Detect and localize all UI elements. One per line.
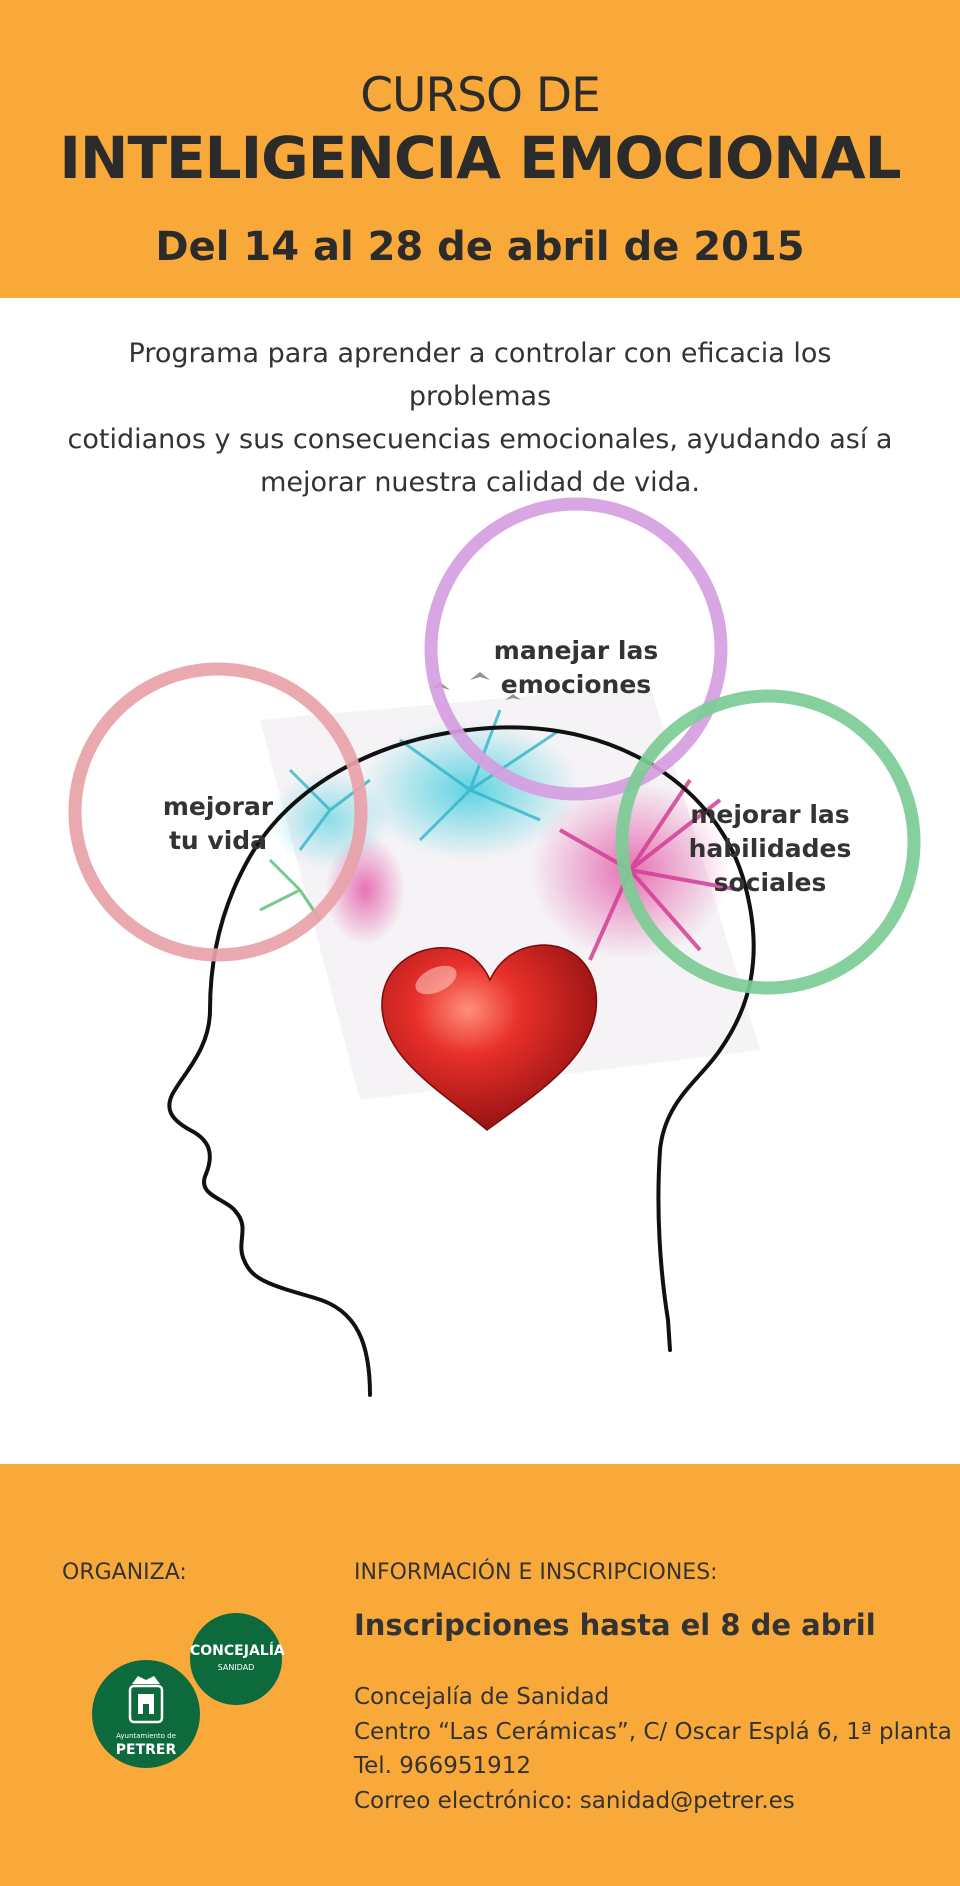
petrer-logo: Ayuntamiento de PETRER (92, 1660, 200, 1768)
organiza-label: ORGANIZA: (62, 1560, 187, 1585)
head-outline-icon (167, 725, 756, 1397)
petrer-logo-caption: Ayuntamiento de (116, 1732, 176, 1740)
intro-paragraph: Programa para aprender a controlar con e… (60, 332, 900, 504)
title-line1: CURSO DE (360, 68, 601, 123)
header-band: CURSO DE INTELIGENCIA EMOCIONAL Del 14 a… (0, 0, 960, 298)
contact-email: Correo electrónico: sanidad@petrer.es (354, 1787, 795, 1814)
concejalia-logo-subtitle: SANIDAD (217, 1663, 255, 1672)
contact-block: Concejalía de Sanidad Centro “Las Cerámi… (354, 1680, 952, 1818)
intro-line3: mejorar nuestra calidad de vida. (260, 467, 700, 498)
petrer-logo-name: PETRER (115, 1742, 177, 1758)
circle-manejar-emociones (424, 497, 728, 801)
circle-label-habilidades-sociales: mejorar las habilidades sociales (688, 800, 852, 897)
circle-mejorar-tu-vida (68, 662, 368, 962)
intro-line2: cotidianos y sus consecuencias emocional… (67, 424, 893, 455)
concejalia-logo: CONCEJALÍA SANIDAD (190, 1613, 285, 1705)
contact-phone: Tel. 966951912 (354, 1753, 532, 1779)
brain-collage-image (68, 497, 921, 1397)
head-illustration: mejorar tu vida manejar las emociones me… (0, 490, 960, 1420)
info-heading: INFORMACIÓN E INSCRIPCIONES: (354, 1560, 718, 1585)
title-line2: INTELIGENCIA EMOCIONAL (59, 124, 901, 192)
concejalia-logo-title: CONCEJALÍA (190, 1643, 285, 1659)
castle-crest-icon (128, 1676, 164, 1724)
contact-office: Concejalía de Sanidad (354, 1684, 610, 1710)
course-dates: Del 14 al 28 de abril de 2015 (155, 224, 805, 270)
contact-address: Centro “Las Cerámicas”, C/ Oscar Esplá 6… (354, 1718, 952, 1745)
registration-deadline: Inscripciones hasta el 8 de abril (354, 1608, 876, 1642)
circle-label-mejorar-tu-vida: mejorar tu vida (162, 792, 274, 855)
intro-line1: Programa para aprender a controlar con e… (128, 338, 832, 412)
circle-label-manejar-emociones: manejar las emociones (493, 636, 659, 699)
circle-habilidades-sociales (615, 689, 921, 995)
